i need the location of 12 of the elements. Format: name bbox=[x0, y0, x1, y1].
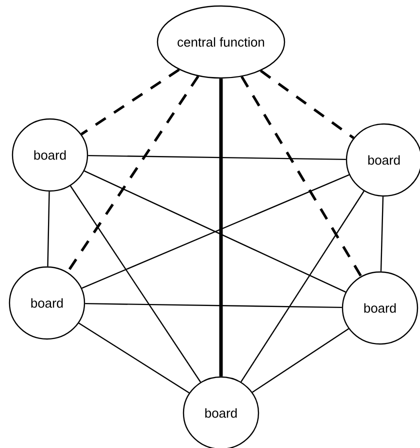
line bbox=[240, 190, 364, 382]
line bbox=[85, 302, 342, 308]
line bbox=[380, 196, 384, 272]
line bbox=[47, 192, 50, 266]
line bbox=[70, 186, 202, 382]
dashed-line bbox=[260, 70, 354, 140]
dashed-line bbox=[80, 68, 180, 136]
line bbox=[78, 322, 190, 394]
dashed-line bbox=[240, 76, 362, 277]
thick-line bbox=[219, 78, 223, 376]
line bbox=[252, 328, 349, 393]
line bbox=[88, 154, 346, 160]
